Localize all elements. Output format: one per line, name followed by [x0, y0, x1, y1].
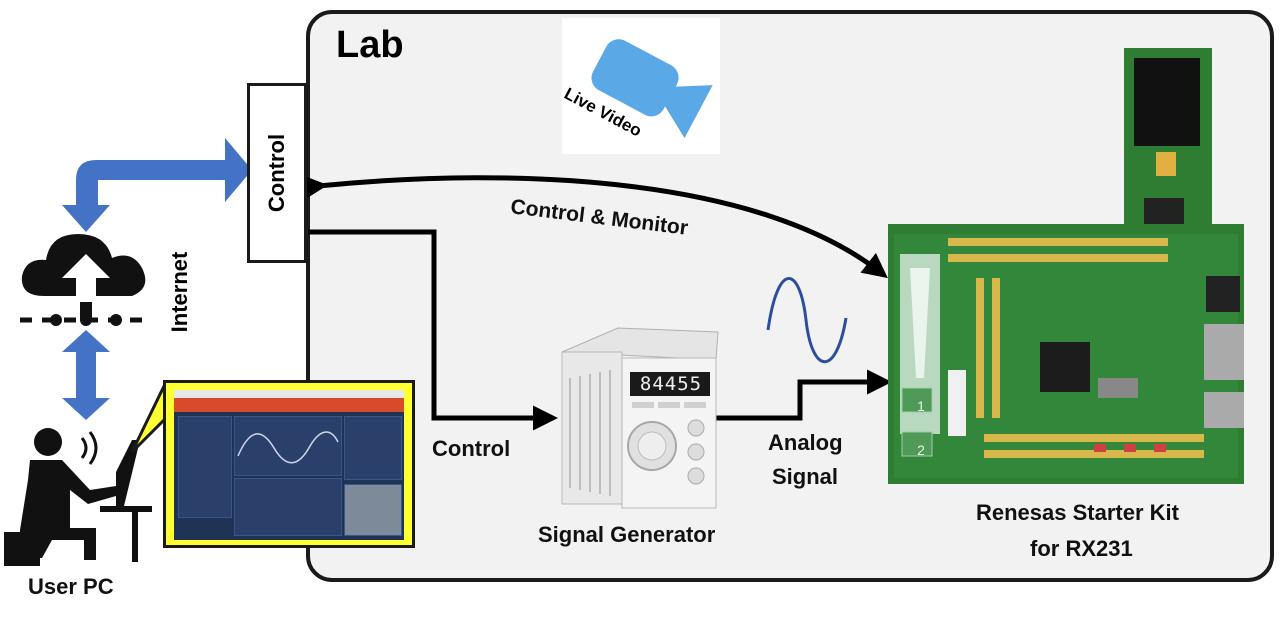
rsk-label-line1: Renesas Starter Kit [976, 500, 1179, 525]
renesas-board-image: 1 2 [888, 48, 1244, 484]
live-video-card: Live Video [561, 18, 720, 154]
user-pc-icon [4, 428, 152, 566]
user-pc-label: User PC [28, 574, 114, 599]
control-box: Control [247, 83, 307, 263]
cloud-upload-icon [20, 234, 152, 326]
control-monitor-arrow [301, 175, 888, 279]
signal-generator-label: Signal Generator [538, 522, 716, 547]
control-link-label: Control [432, 436, 511, 461]
internet-link-arrow [62, 138, 252, 420]
sine-wave-icon [766, 277, 848, 364]
video-camera-icon [591, 39, 713, 139]
board-button-1: 1 [917, 398, 925, 414]
lab-title: Lab [336, 24, 404, 66]
signal-generator-device: 84455 [552, 318, 720, 514]
analog-label-line2: Signal [772, 464, 839, 489]
web-ui-screenshot-callout [163, 380, 415, 548]
control-box-label: Control [264, 133, 289, 213]
control-to-generator-arrow [308, 229, 558, 431]
generator-display: 84455 [639, 373, 703, 395]
web-ui-screenshot [174, 390, 404, 540]
analog-label-line1: Analog [768, 430, 843, 455]
rsk-label-line2: for RX231 [1030, 536, 1133, 561]
internet-label: Internet [167, 251, 192, 333]
analog-signal-arrow [716, 369, 892, 421]
board-button-2: 2 [917, 442, 925, 458]
